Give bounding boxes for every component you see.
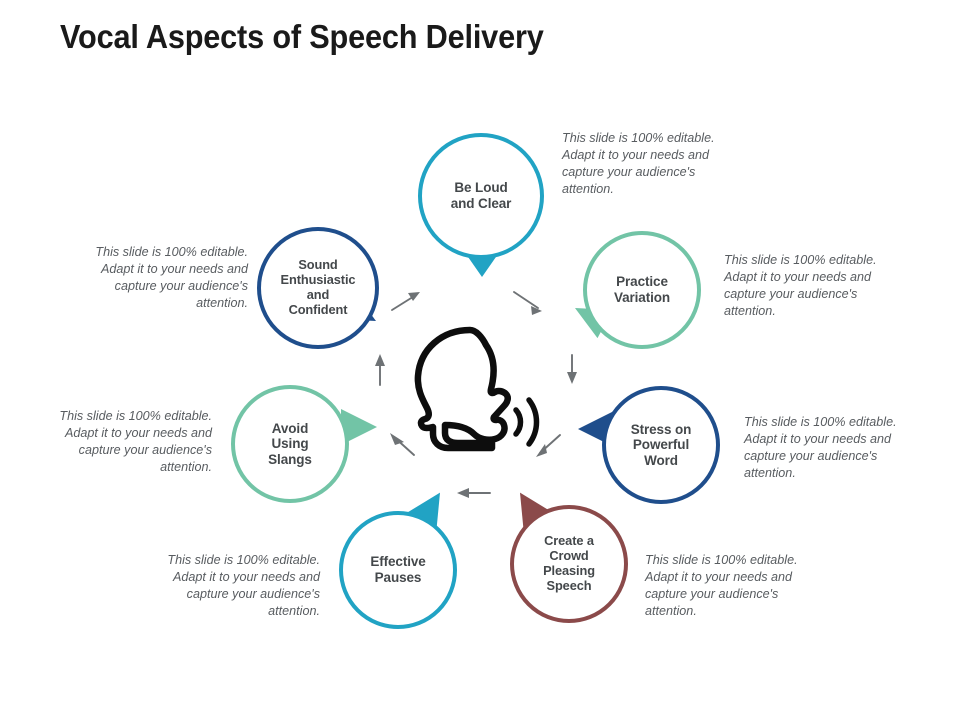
caption-effective-pauses: This slide is 100% editable. Adapt it to… bbox=[167, 553, 320, 618]
caption-avoid-using-slangs: This slide is 100% editable. Adapt it to… bbox=[59, 409, 212, 474]
arrow-top-right-head bbox=[531, 306, 542, 315]
flow-arrows-group bbox=[375, 291, 577, 498]
arrow-lower-left-head bbox=[390, 433, 404, 445]
arrow-top-left-head bbox=[408, 292, 420, 301]
arrow-left-head bbox=[375, 354, 385, 366]
arrow-top-right bbox=[513, 291, 539, 309]
arrow-lower-right-head bbox=[536, 444, 547, 457]
caption-stress-on-powerful-word: This slide is 100% editable. Adapt it to… bbox=[744, 415, 897, 480]
caption-be-loud-and-clear: This slide is 100% editable. Adapt it to… bbox=[562, 131, 715, 196]
caption-sound-enthusiastic-and-confident: This slide is 100% editable. Adapt it to… bbox=[95, 245, 248, 310]
caption-create-a-crowd-pleasing-speech: This slide is 100% editable. Adapt it to… bbox=[645, 553, 798, 618]
caption-practice-variation: This slide is 100% editable. Adapt it to… bbox=[724, 253, 877, 318]
page-title: Vocal Aspects of Speech Delivery bbox=[60, 18, 544, 55]
arrow-right-head bbox=[567, 372, 577, 384]
speaking-head-icon bbox=[414, 326, 540, 452]
arrow-bottom-head bbox=[457, 488, 469, 498]
